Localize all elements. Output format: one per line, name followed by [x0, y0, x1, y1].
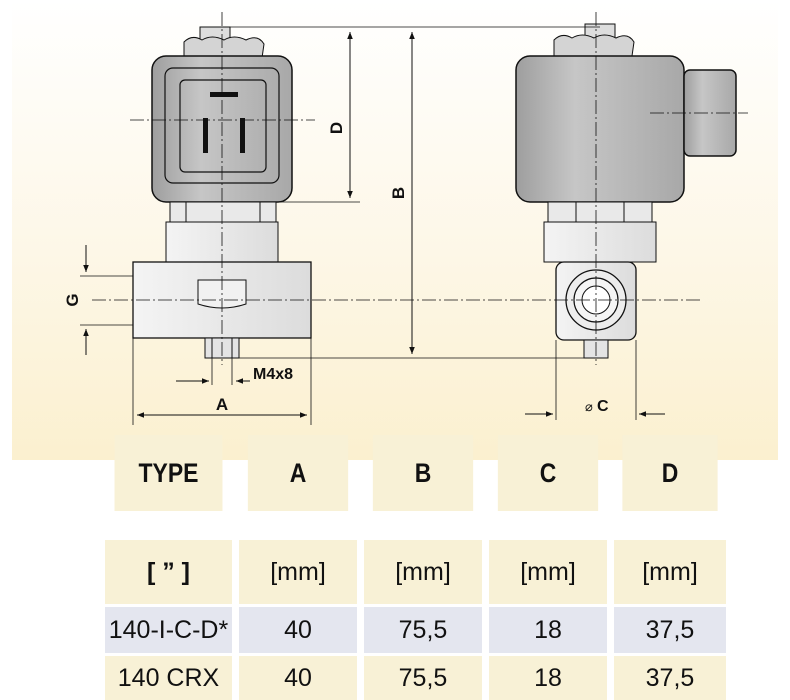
ground-pin [210, 92, 238, 97]
technical-drawing: D B G M4x8 A ⌀ C [63, 12, 748, 425]
dimension-arrows [83, 32, 665, 418]
unit-d: [mm] [614, 540, 726, 604]
unit-a: [mm] [239, 540, 357, 604]
row1-type: 140-I-C-D* [105, 607, 232, 653]
header-c: C [497, 435, 599, 511]
row2-a: 40 [239, 656, 357, 700]
side-view [515, 23, 737, 359]
header-a: A [247, 435, 349, 511]
row1-d: 37,5 [614, 607, 726, 653]
row2-type: 140 CRX [105, 656, 232, 700]
row2-b: 75,5 [364, 656, 482, 700]
header-b: B [372, 435, 474, 511]
connector-frame-inner [179, 79, 267, 173]
unit-type: [ ” ] [105, 540, 232, 604]
side-coil-housing [515, 55, 685, 203]
dim-label-c: C [597, 398, 609, 415]
pin-left [203, 118, 208, 153]
pin-right [240, 118, 245, 153]
dim-label-a: A [216, 395, 228, 414]
row1-a: 40 [239, 607, 357, 653]
dim-label-d: D [327, 122, 346, 134]
top-nut [183, 36, 265, 59]
row2-c: 18 [489, 656, 607, 700]
row1-c: 18 [489, 607, 607, 653]
unit-c: [mm] [489, 540, 607, 604]
diameter-symbol: ⌀ [585, 399, 593, 414]
construction-lines [80, 12, 748, 425]
dim-label-b: B [389, 187, 408, 199]
side-armature-nut [547, 201, 653, 223]
side-top-nut [553, 34, 635, 57]
header-type: TYPE [114, 435, 223, 511]
row1-b: 75,5 [364, 607, 482, 653]
dim-label-g: G [63, 293, 82, 306]
unit-b: [mm] [364, 540, 482, 604]
header-d: D [622, 435, 718, 511]
side-bonnet [543, 221, 657, 263]
dim-label-thread: M4x8 [253, 366, 293, 383]
row2-d: 37,5 [614, 656, 726, 700]
